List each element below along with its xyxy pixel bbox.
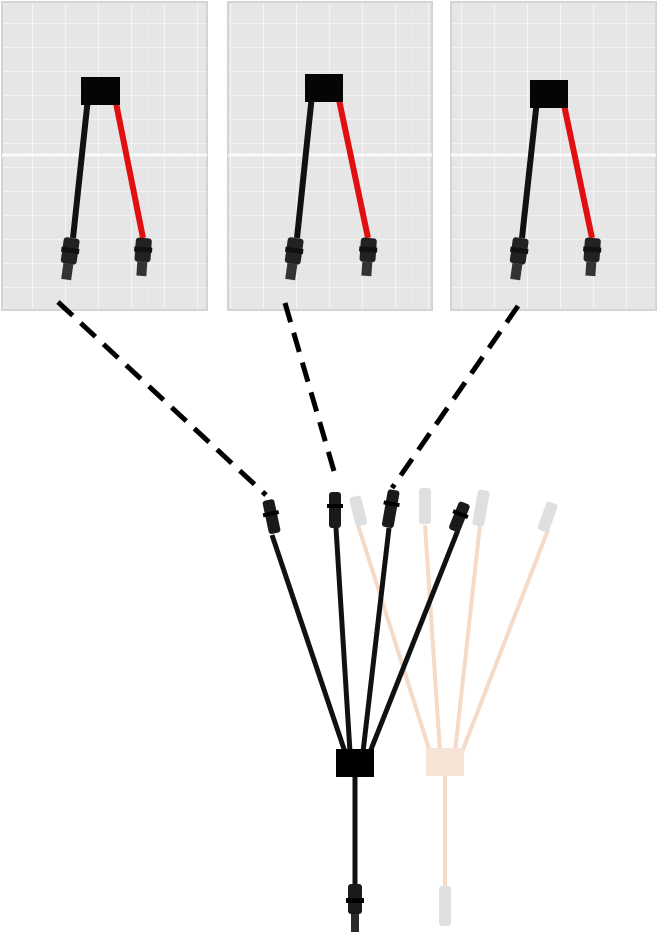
branch-hub-icon [336,749,374,777]
positive-cable [560,99,595,239]
mc4-connector-negative-icon [509,237,529,281]
mc4-connector-positive-icon [583,237,602,277]
y-branch-connector-icon [262,489,470,932]
branch-input-3 [381,489,400,528]
mc4-connector-positive-icon [359,237,378,277]
dashed-line-panel-2 [282,302,339,479]
solar-panel-1 [1,1,208,311]
negative-cable [70,97,91,239]
branch-input-cable-1 [269,534,348,753]
branch-input-cable-2 [333,527,353,753]
branch-input-2 [327,492,343,528]
branch-input-1 [262,499,281,534]
negative-cable [519,99,540,239]
negative-cable [294,94,315,239]
dashed-connections [56,300,521,497]
dashed-line-panel-3 [389,304,521,490]
branch-input-4 [449,501,470,533]
positive-cable [112,97,146,239]
branch-input-cable-3 [360,527,392,753]
mc4-connector-positive-icon [134,237,153,277]
y-branch-connector-ghost-icon [349,488,558,926]
positive-cable [335,94,371,239]
junction-box-icon [81,77,120,105]
junction-box-icon [530,80,568,108]
junction-box-icon [305,74,343,102]
mc4-connector-negative-icon [284,237,304,281]
branch-output-connector-icon [346,884,364,932]
branch-input-cable-4 [367,529,461,753]
dashed-line-panel-1 [56,300,268,497]
solar-panel-2 [227,1,433,311]
solar-panel-3 [450,1,657,311]
mc4-connector-negative-icon [60,237,80,281]
